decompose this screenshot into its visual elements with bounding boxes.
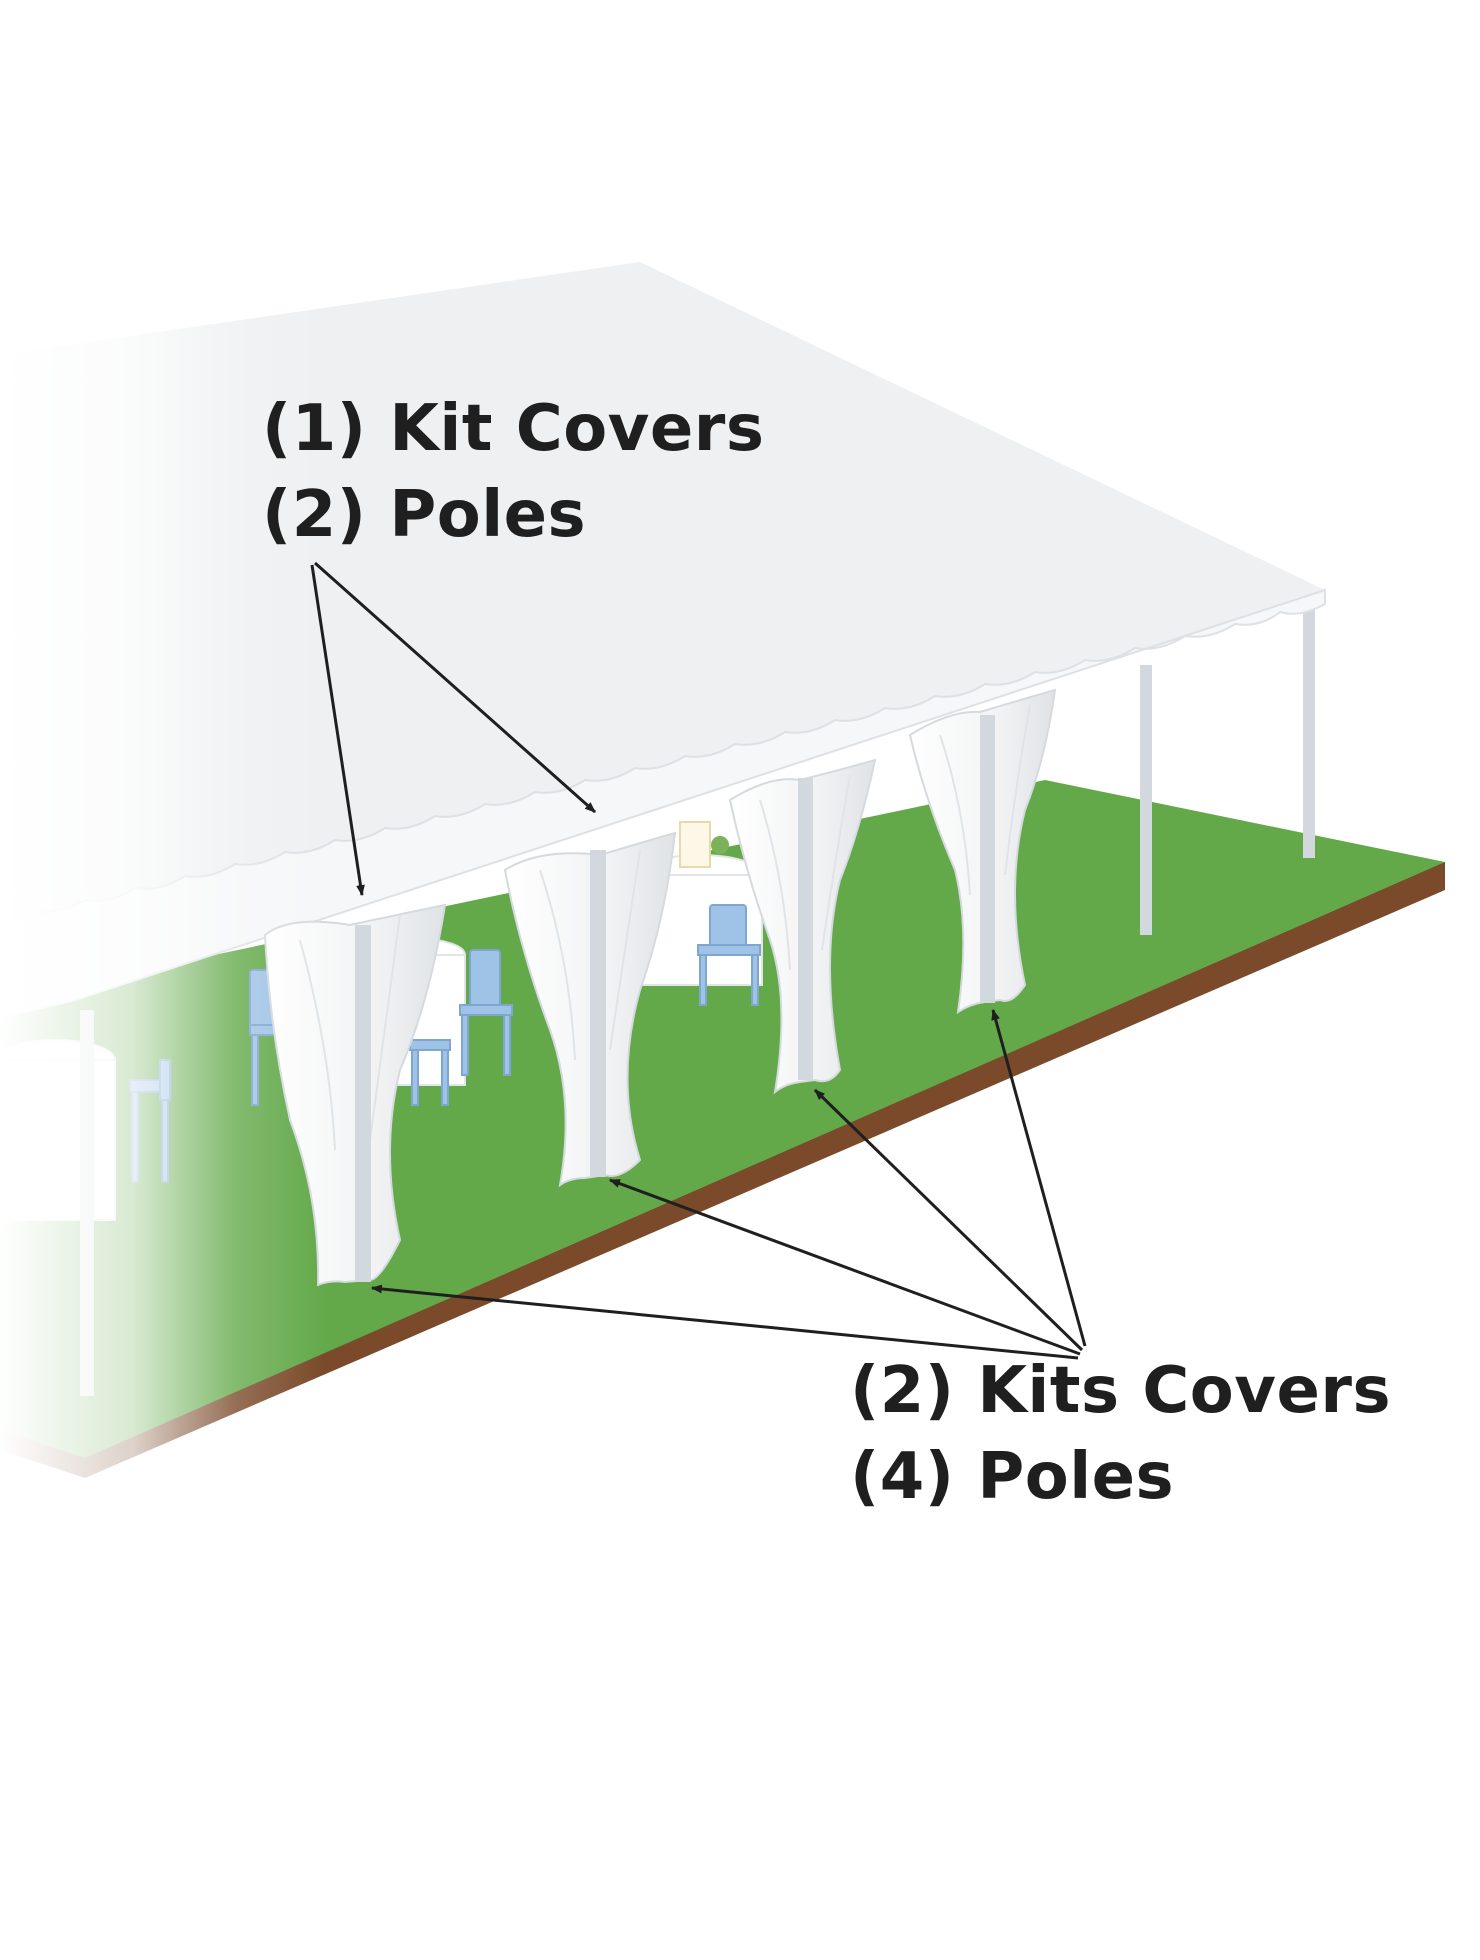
arrow-to-pole-2 bbox=[608, 1178, 1081, 1356]
top-callout-line1: (1) Kit Covers bbox=[262, 392, 765, 466]
bottom-callout-arrows bbox=[370, 1008, 1087, 1360]
arrow-to-kit-cover-2 bbox=[314, 561, 596, 814]
arrow-to-pole-3 bbox=[813, 1088, 1084, 1352]
bottom-callout-line2: (4) Poles bbox=[850, 1440, 1175, 1514]
top-callout-arrows bbox=[310, 561, 596, 897]
bottom-callout-label: (2) Kits Covers (4) Poles bbox=[850, 1348, 1391, 1520]
arrow-to-pole-4 bbox=[991, 1008, 1087, 1347]
arrow-to-kit-cover-1 bbox=[310, 564, 365, 897]
arrow-to-pole-1 bbox=[370, 1284, 1079, 1360]
bottom-callout-line1: (2) Kits Covers bbox=[850, 1354, 1392, 1428]
top-callout-label: (1) Kit Covers (2) Poles bbox=[262, 386, 764, 558]
left-fade-overlay bbox=[0, 250, 1480, 1550]
top-callout-line2: (2) Poles bbox=[262, 478, 587, 552]
